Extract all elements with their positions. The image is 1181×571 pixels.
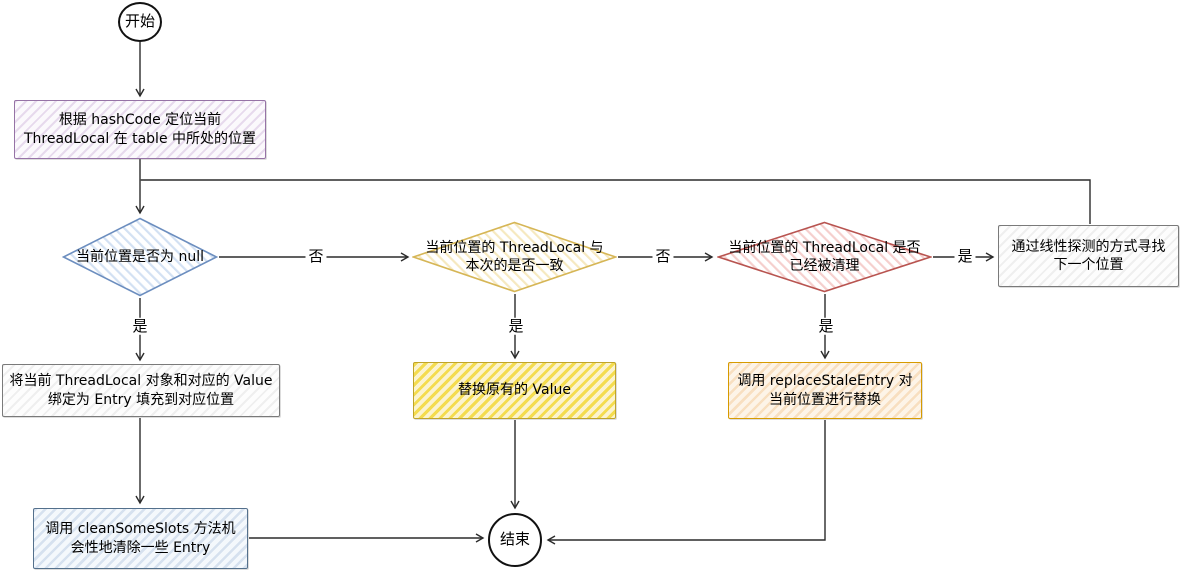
process-linear-probe: 通过线性探测的方式寻找下一个位置 xyxy=(998,225,1179,287)
decision-is-null: 当前位置是否为 null xyxy=(62,217,218,297)
process-locate-label: 根据 hashCode 定位当前 ThreadLocal 在 table 中所处… xyxy=(23,112,257,147)
start-node: 开始 xyxy=(118,2,162,42)
process-linear-probe-label: 通过线性探测的方式寻找下一个位置 xyxy=(1011,238,1166,273)
edge-replacestale-to-end xyxy=(546,420,826,545)
diamond-shape-blue xyxy=(62,217,218,297)
edge-label-iscleared-right-yes: 是 xyxy=(954,248,976,265)
edge-label-isnull-yes: 是 xyxy=(129,318,151,335)
process-clean-some-slots: 调用 cleanSomeSlots 方法机会性地清除一些 Entry xyxy=(33,508,248,569)
start-label: 开始 xyxy=(124,12,155,31)
decision-is-cleared-label: 当前位置的 ThreadLocal 是否已经被清理 xyxy=(728,239,921,274)
edge-label-issame-no: 否 xyxy=(652,248,674,265)
process-locate-position: 根据 hashCode 定位当前 ThreadLocal 在 table 中所处… xyxy=(14,100,266,159)
edge-probe-loop-back xyxy=(140,179,1091,224)
edge-label-issame-yes: 是 xyxy=(505,318,527,335)
diamond-shape-yellow xyxy=(412,221,617,293)
process-replace-stale-entry: 调用 replaceStaleEntry 对当前位置进行替换 xyxy=(728,362,922,419)
diamond-shape-red xyxy=(717,221,932,293)
process-replace-stale-label: 调用 replaceStaleEntry 对当前位置进行替换 xyxy=(737,373,913,408)
edge-label-isnull-no: 否 xyxy=(305,248,327,265)
process-replace-value: 替换原有的 Value xyxy=(413,362,616,419)
process-replace-value-label: 替换原有的 Value xyxy=(458,382,571,399)
decision-is-same-threadlocal: 当前位置的 ThreadLocal 与本次的是否一致 xyxy=(412,221,617,293)
process-bind-entry-label: 将当前 ThreadLocal 对象和对应的 Value 绑定为 Entry 填… xyxy=(9,373,273,408)
process-bind-entry: 将当前 ThreadLocal 对象和对应的 Value 绑定为 Entry 填… xyxy=(2,364,280,417)
process-clean-some-slots-label: 调用 cleanSomeSlots 方法机会性地清除一些 Entry xyxy=(45,521,236,556)
edge-label-iscleared-down-yes: 是 xyxy=(815,318,837,335)
end-node: 结束 xyxy=(488,513,542,567)
decision-is-null-label: 当前位置是否为 null xyxy=(76,248,204,265)
decision-is-same-label: 当前位置的 ThreadLocal 与本次的是否一致 xyxy=(425,239,604,274)
decision-is-cleared: 当前位置的 ThreadLocal 是否已经被清理 xyxy=(717,221,932,293)
end-label: 结束 xyxy=(499,530,530,549)
